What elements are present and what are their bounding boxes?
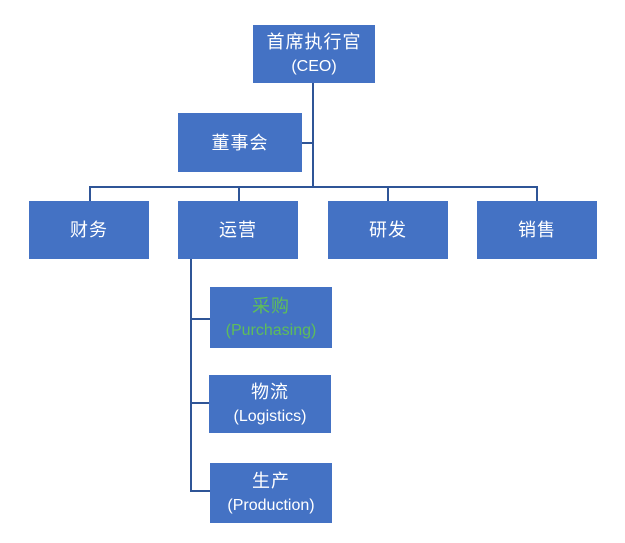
node-sales: 销售 [477,201,597,259]
connector-stub-sales [536,186,538,201]
node-finance: 财务 [29,201,149,259]
node-board: 董事会 [178,113,302,172]
connector-operations-trunk [190,259,192,492]
connector-stub-logistics [190,402,209,404]
node-logistics: 物流 (Logistics) [209,375,331,433]
node-purchasing-sublabel: (Purchasing) [225,321,317,339]
connector-board-stub [302,142,313,144]
node-ceo-label: 首席执行官 [266,32,362,52]
connector-stub-production [190,490,210,492]
node-sales-label: 销售 [518,220,556,240]
node-finance-label: 财务 [70,220,108,240]
node-purchasing: 采购 (Purchasing) [210,287,332,348]
node-operations-label: 运营 [219,220,257,240]
node-logistics-sublabel: (Logistics) [233,408,307,425]
node-ceo-sublabel: (CEO) [291,58,337,75]
node-ceo: 首席执行官 (CEO) [253,25,375,83]
node-rnd: 研发 [328,201,448,259]
connector-stub-finance [89,186,91,201]
connector-stub-operations [238,186,240,201]
node-production-sublabel: (Production) [227,497,315,514]
node-board-label: 董事会 [211,132,269,153]
connector-main-horizontal [89,186,538,188]
connector-ceo-trunk [312,83,314,187]
node-purchasing-label: 采购 [252,295,290,316]
connector-stub-rnd [387,186,389,201]
node-production: 生产 (Production) [210,463,332,523]
node-operations: 运营 [178,201,298,259]
node-logistics-label: 物流 [251,382,289,402]
node-rnd-label: 研发 [369,220,407,240]
node-production-label: 生产 [252,471,290,491]
connector-stub-purchasing [190,318,210,320]
